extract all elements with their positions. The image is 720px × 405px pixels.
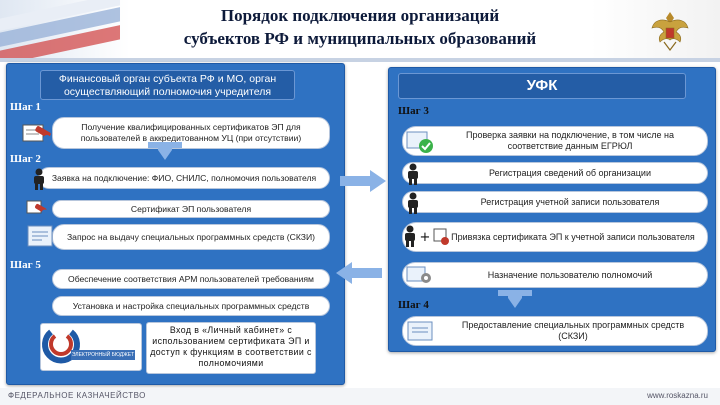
page-title: Порядок подключения организаций субъекто…: [140, 4, 580, 50]
right-item-5: Назначение пользователю полномочий: [402, 262, 708, 288]
footer-left: ФЕДЕРАЛЬНОЕ КАЗНАЧЕЙСТВО: [8, 391, 146, 400]
electronic-budget-label: ЭЛЕКТРОННЫЙ БЮДЖЕТ: [71, 352, 135, 358]
left-item-5: Обеспечение соответствия АРМ пользовател…: [52, 269, 330, 289]
gear-icon: [404, 263, 434, 287]
person-icon: [402, 191, 424, 215]
certificate-icon: [432, 226, 452, 248]
down-arrow-1: [148, 142, 182, 160]
certificate-icon: [24, 196, 52, 220]
document-icon: [24, 222, 56, 252]
title-line-2: субъектов РФ и муниципальных образований: [183, 29, 537, 48]
left-item-7: Вход в «Личный кабинет» с использованием…: [146, 322, 316, 374]
left-item-6: Установка и настройка специальных програ…: [52, 296, 330, 316]
step-3-label: Шаг 3: [398, 105, 429, 117]
electronic-budget-logo: ЭЛЕКТРОННЫЙ БЮДЖЕТ: [40, 323, 142, 371]
left-panel-heading: Финансовый орган субъекта РФ и МО, орган…: [40, 70, 295, 100]
right-panel-heading: УФК: [398, 73, 686, 99]
certificate-icon: [20, 118, 56, 148]
right-item-1: Проверка заявки на подключение, в том чи…: [402, 126, 708, 156]
down-arrow-2: [498, 290, 532, 308]
person-icon: [402, 162, 424, 186]
check-icon: [404, 128, 436, 156]
footer-link[interactable]: www.roskazna.ru: [647, 391, 708, 400]
step-1-label: Шаг 1: [10, 101, 41, 113]
flag-decoration: [0, 0, 120, 58]
step-5-label: Шаг 5: [10, 259, 41, 271]
step-4-label: Шаг 4: [398, 299, 429, 311]
left-item-3: Сертификат ЭП пользователя: [52, 200, 330, 218]
left-item-2: Заявка на подключение: ФИО, СНИЛС, полно…: [38, 167, 330, 189]
header: Порядок подключения организаций субъекто…: [0, 0, 720, 58]
header-divider: [0, 58, 720, 62]
plus-icon: +: [419, 229, 431, 245]
person-icon: [400, 224, 420, 248]
right-arrow: [340, 170, 386, 192]
right-item-3: Регистрация учетной записи пользователя: [402, 191, 708, 213]
left-item-1: Получение квалифицированных сертификатов…: [52, 117, 330, 149]
emblem-icon: [650, 8, 690, 52]
right-item-2: Регистрация сведений об организации: [402, 162, 708, 184]
left-arrow: [336, 262, 382, 284]
right-item-4: Привязка сертификата ЭП к учетной записи…: [402, 222, 708, 252]
person-icon: [28, 167, 50, 191]
right-item-6: Предоставление специальных программных с…: [402, 316, 708, 346]
left-item-4: Запрос на выдачу специальных программных…: [52, 224, 330, 250]
document-icon: [404, 318, 436, 346]
step-2-label: Шаг 2: [10, 153, 41, 165]
footer: ФЕДЕРАЛЬНОЕ КАЗНАЧЕЙСТВО www.roskazna.ru: [0, 388, 720, 405]
title-line-1: Порядок подключения организаций: [220, 6, 500, 25]
